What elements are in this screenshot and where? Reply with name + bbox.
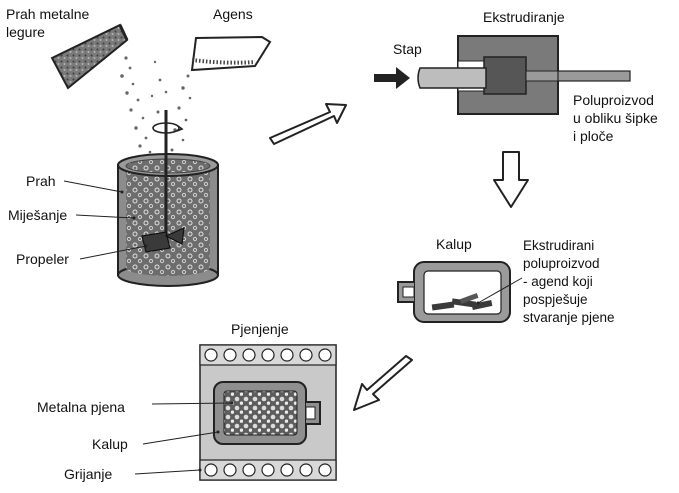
mould-note-line5: stvaranje pjene (523, 310, 615, 325)
extruded-pieces (431, 293, 493, 311)
leader-propeller (79, 244, 148, 260)
label-powder: Prah (26, 173, 56, 189)
label-heating: Grijanje (64, 466, 112, 482)
mixing-container (117, 153, 219, 287)
powder-title-line1: Prah metalne (6, 6, 89, 22)
mould-body (397, 261, 511, 323)
label-metal-foam: Metalna pjena (37, 399, 125, 415)
extrusion-title: Ekstrudiranje (483, 9, 565, 25)
falling-particles (120, 56, 192, 154)
ram-direction-arrow (374, 67, 410, 89)
foaming-stage: Pjenjenje Met (37, 321, 337, 482)
ram-rod (417, 67, 487, 89)
mould-note-line2: poluproizvod (523, 256, 600, 271)
mould-note-line1: Ekstrudirani (523, 238, 594, 253)
label-propeller: Propeler (16, 251, 69, 267)
leader-extruded (476, 277, 523, 305)
flow-arrow-to-mould (493, 151, 529, 208)
leader-metal-foam (151, 401, 234, 405)
powder-title-line2: legure (6, 24, 45, 40)
leader-heating (134, 468, 202, 475)
mould-stage: Kalup Ekstrudirani poluproizvod - agend … (397, 236, 615, 325)
foaming-mould (213, 381, 321, 445)
mould-note-line4: pospješuje (523, 292, 588, 307)
propeller (141, 227, 185, 253)
flow-arrow-to-foaming (353, 355, 413, 411)
foaming-title: Pjenjenje (231, 321, 289, 337)
stirrer (152, 110, 184, 242)
product-line2: u obliku šipke (573, 110, 658, 126)
product-line1: Poluproizvod (573, 92, 654, 108)
label-mould: Kalup (92, 436, 128, 452)
product-line3: i ploče (573, 128, 614, 144)
mould-title: Kalup (436, 236, 472, 252)
agent-title: Agens (213, 6, 253, 22)
label-ram: Stap (393, 41, 422, 57)
leader-mixing (75, 214, 136, 220)
mixing-stage: Prah metalne legure Agens (6, 6, 272, 287)
agent-scoop (190, 35, 272, 72)
mould-note-line3: - agend koji (523, 274, 593, 289)
heater-bottom (199, 459, 337, 481)
heater-top (199, 344, 337, 366)
flow-arrow-to-extrusion (269, 103, 347, 145)
powder-scoop (50, 23, 129, 90)
extruded-rod (557, 70, 631, 82)
leader-mould (142, 430, 220, 445)
leader-powder (63, 180, 124, 194)
label-mixing: Miješanje (8, 207, 67, 223)
extrusion-stage: Ekstrudiranje Stap Poluproizvod u obliku… (374, 9, 658, 144)
